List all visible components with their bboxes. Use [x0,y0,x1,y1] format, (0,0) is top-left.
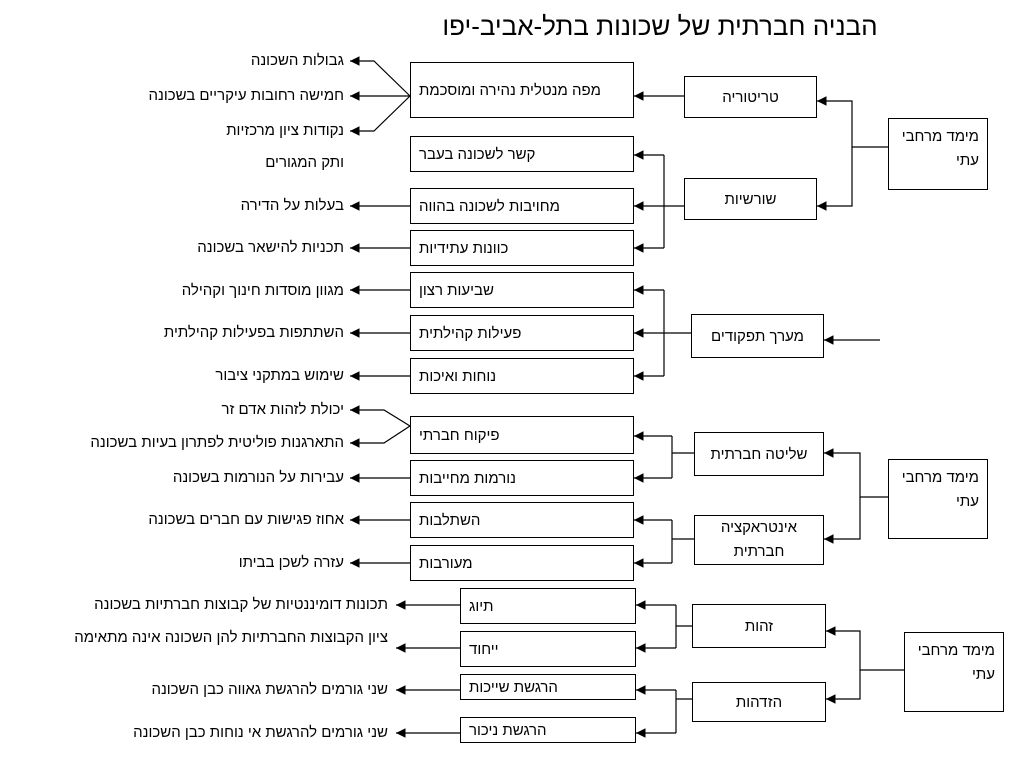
leaf-borders: גבולות השכונה [250,52,344,69]
connector-functions-bracket [663,290,691,376]
leaf-help-neighbor: עזרה לשכן בביתו [238,554,344,571]
category-social-interaction: אינטראקציה חברתית [694,515,824,565]
connector-identity-bracket [675,605,692,648]
connector-map-leaf3 [350,95,411,136]
connector-dim1-territory [817,96,888,148]
sub-satisfaction: שביעות רצון [410,272,634,308]
category-social-control: שליטה חברתית [694,432,824,476]
leaf-discomfort-factors: שני גורמים להרגשת אי נוחות כבן השכונה [133,724,388,741]
category-identity: זהות [692,604,826,648]
dimension-box-2: מימד מרחבי עתי [888,459,988,539]
sub-binding-norms: נורמות מחייבות [410,460,634,496]
sub-community-activity: פעילות קהילתית [410,315,634,351]
sub-social-supervision-label: פיקוח חברתי [419,426,500,444]
dimension-label-1: מימד מרחבי עתי [901,128,979,169]
dimension-label-2: מימד מרחבי עתי [901,469,979,510]
sub-satisfaction-label: שביעות רצון [419,281,494,299]
sub-belonging-label: הרגשת שייכות [469,678,558,696]
leaf-apartment-ownership: בעלות על הדירה [240,197,344,214]
diagram-title: הבניה חברתית של שכונות בתל-אביב-יפו [442,11,878,41]
connector-control-leaf1 [350,405,411,427]
category-identification-label: הזדהות [735,693,783,711]
category-social-interaction-label: אינטראקציה חברתית [720,519,798,560]
dimension-box-3: מימד מרחבי עתי [904,632,1004,712]
sub-present-commitment: מחויבות לשכונה בהווה [410,188,634,224]
connector-dim2-interaction [824,497,861,544]
sub-labeling-label: תיוג [469,597,494,615]
leaf-norm-violations: עבירות על הנורמות בשכונה [172,469,344,486]
connector-control-bracket [671,436,694,478]
connector-identification-bracket [675,690,692,733]
sub-involvement: מעורבות [410,545,634,581]
sub-present-commitment-label: מחויבות לשכונה בהווה [419,197,560,215]
leaf-institutions-variety: מגוון מוסדות חינוך וקהילה [181,282,344,299]
sub-comfort-quality: נוחות ואיכות [410,358,634,394]
leaf-plans-to-stay: תכניות להישאר בשכונה [197,239,344,256]
sub-binding-norms-label: נורמות מחייבות [419,469,516,487]
leaf-dominant-traits: תכונות דומיננטיות של קבוצות חברתיות בשכו… [94,596,388,613]
connector-dim2-control [824,448,888,498]
category-identity-label: זהות [744,617,774,635]
leaf-friend-meetings: אחוז פגישות עם חברים בשכונה [148,511,344,528]
category-rootedness-label: שורשיות [724,190,777,208]
sub-integration: השתלבות [410,502,634,538]
category-rootedness: שורשיות [684,178,817,220]
sub-alienation: הרגשת ניכור [460,717,636,743]
leaf-identify-stranger: יכולת לזהות אדם זר [221,401,344,418]
category-functions-label: מערך תפקודים [711,327,804,345]
dimension-label-3: מימד מרחבי עתי [917,642,995,683]
connector-control-leaf2 [350,425,411,448]
leaf-landmarks: נקודות ציון מרכזיות [226,122,344,139]
sub-alienation-label: הרגשת ניכור [469,721,547,739]
sub-involvement-label: מעורבות [419,554,473,572]
connector-dim1-rootedness [817,147,853,211]
leaf-unsuitable-groups: ציון הקבוצות החברתיות להן השכונה אינה מת… [74,629,388,646]
leaf-community-participation: השתתפות בפעילות קהילתית [163,324,344,341]
dimension-box-1: מימד מרחבי עתי [888,118,988,190]
sub-social-supervision: פיקוח חברתי [410,416,634,454]
sub-past-link: קשר לשכונה בעבר [410,136,634,172]
sub-mental-map: מפה מנטלית נהירה ומוסכמת [410,62,634,118]
sub-comfort-quality-label: נוחות ואיכות [419,367,497,385]
sub-integration-label: השתלבות [419,511,481,529]
connector-rootedness-bracket [663,155,684,248]
connector-dim3-identification [826,670,861,704]
connector-interaction-bracket [671,520,694,563]
leaf-residence-seniority: ותק המגורים [265,154,344,171]
sub-future-intentions-label: כוונות עתידיות [419,239,509,257]
leaf-main-streets: חמישה רחובות עיקריים בשכונה [148,87,345,104]
connector-dim3-identity [826,626,904,671]
sub-uniqueness-label: ייחוד [469,640,499,658]
category-identification: הזדהות [692,682,826,722]
category-functions: מערך תפקודים [691,314,824,358]
leaf-political-organizing: התארגנות פוליטית לפתרון בעיות בשכונה [90,434,344,451]
sub-uniqueness: ייחוד [460,631,636,667]
sub-community-activity-label: פעילות קהילתית [419,324,522,342]
leaf-public-facilities: שימוש במתקני ציבור [215,367,344,384]
sub-belonging: הרגשת שייכות [460,674,636,700]
category-social-control-label: שליטה חברתית [710,445,808,463]
category-territoriality: טריטוריה [684,76,817,118]
connector-map-leaf1 [350,56,411,97]
sub-mental-map-label: מפה מנטלית נהירה ומוסכמת [419,81,601,99]
sub-labeling: תיוג [460,588,636,624]
sub-past-link-label: קשר לשכונה בעבר [419,145,536,163]
sub-future-intentions: כוונות עתידיות [410,230,634,266]
leaf-pride-factors: שני גורמים להרגשת גאווה כבן השכונה [151,681,388,698]
category-territoriality-label: טריטוריה [722,88,779,106]
